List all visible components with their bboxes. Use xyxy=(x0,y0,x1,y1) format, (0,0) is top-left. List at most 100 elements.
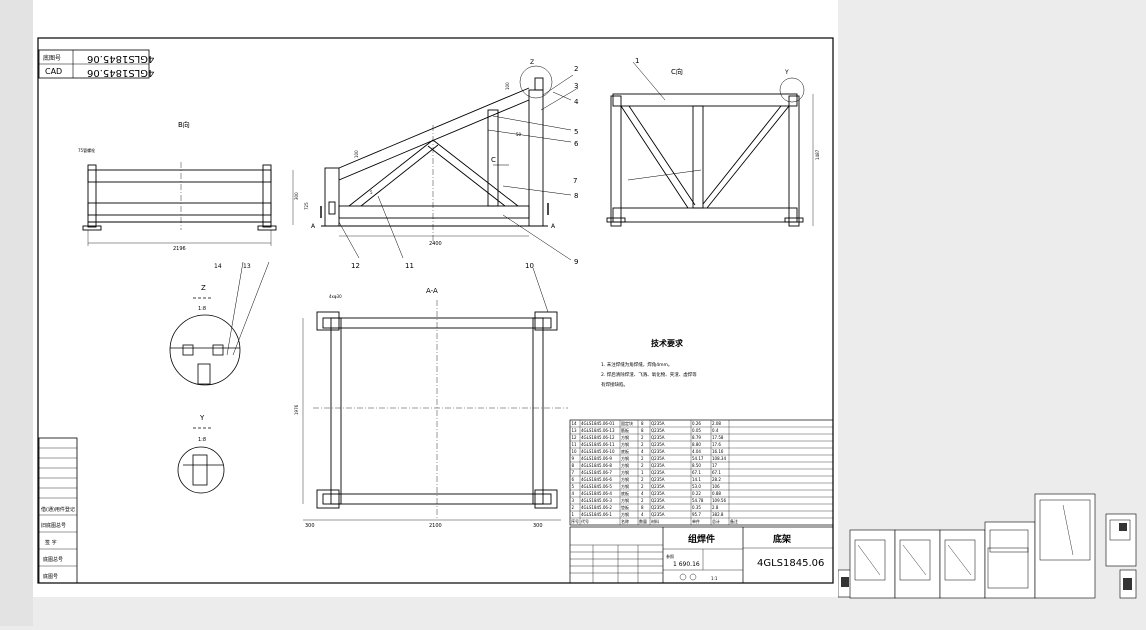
bom-header-cell: 代号 xyxy=(581,518,589,524)
bom-cell-qty: 4 xyxy=(641,449,644,454)
stamp-label-2: CAD xyxy=(45,67,62,76)
bom-cell-unit: 95.7 xyxy=(692,512,701,517)
thumbnail-8[interactable] xyxy=(1119,569,1137,599)
bom-cell-name: 方钢 xyxy=(621,441,629,447)
left-table-row-5: 底图号 xyxy=(43,573,58,580)
bom-cell-name: 垫板 xyxy=(621,504,629,510)
bom-cell-total: 2.8 xyxy=(712,505,719,510)
bom-cell-unit: 0.22 xyxy=(692,491,701,496)
bom-cell-qty: 4 xyxy=(641,491,644,496)
bom-cell-no: 6 xyxy=(572,477,575,482)
dim-1487: 1487 xyxy=(815,149,820,160)
bom-cell-code: 4GLS1845.06-3 xyxy=(581,498,612,503)
bom-cell-unit: 54.78 xyxy=(692,498,704,503)
tech-req-line-3: 有焊接缺陷。 xyxy=(601,381,628,388)
bom-cell-name: 方钢 xyxy=(621,462,629,468)
tech-req-line-1: 1. 未注焊缝为角焊缝，焊角4mm。 xyxy=(601,361,672,368)
balloon-6: 6 xyxy=(574,140,579,148)
bom-cell-unit: 8.80 xyxy=(692,442,701,447)
front-view-balloons: 2 3 4 5 6 8 9 12 11 xyxy=(338,65,579,270)
thumbnail-2[interactable] xyxy=(849,529,896,599)
bom-cell-unit: 0.26 xyxy=(692,421,701,426)
bom-cell-mat: Q235A xyxy=(651,512,665,517)
thumbnail-1[interactable] xyxy=(837,569,853,598)
bom-cell-mat: Q235A xyxy=(651,505,665,510)
left-table-row-1: 借(通)用件登记 xyxy=(41,506,75,513)
thumbnail-7[interactable] xyxy=(1105,513,1137,567)
z-detail-label: Z xyxy=(201,284,206,292)
tech-req-title: 技术要求 xyxy=(651,338,684,348)
left-table-row-4: 底图总号 xyxy=(43,556,63,563)
stamp-value-1: 4GLS1845.06 xyxy=(87,53,154,64)
bom-cell-no: 13 xyxy=(572,428,578,433)
bom-cell-name: 方钢 xyxy=(621,434,629,440)
b-view: B向 2196 300 725 75管螺栓 xyxy=(78,120,309,252)
bom-cell-mat: Q235A xyxy=(651,470,665,475)
balloon-4: 4 xyxy=(574,98,579,106)
balloon-7: 7 xyxy=(573,177,577,185)
balloon-9: 9 xyxy=(574,258,578,266)
bom-cell-total: 17.6 xyxy=(712,442,721,447)
bom-cell-no: 5 xyxy=(572,484,575,489)
bom-cell-total: 17.58 xyxy=(712,435,724,440)
bom-cell-unit: 8.50 xyxy=(692,463,701,468)
bom-cell-unit: 0.35 xyxy=(692,505,701,510)
aa-section-label: A-A xyxy=(426,287,438,295)
top-left-stamp: 底图号 CAD 4GLS1845.06 4GLS1845.06 xyxy=(38,49,154,79)
dim-300-b: 300 xyxy=(294,192,299,200)
left-toolbar-strip xyxy=(0,0,33,626)
thumbnail-6[interactable] xyxy=(1034,493,1096,599)
bom-cell-total: 17 xyxy=(712,463,718,468)
thumbnail-canvas xyxy=(837,493,1137,599)
aa-right-dim: 300 xyxy=(533,523,543,529)
bom-cell-code: 4GLS1845.06-4 xyxy=(581,491,612,496)
title-drawing-no: 4GLS1845.06 xyxy=(757,558,824,569)
dim-725: 725 xyxy=(304,202,309,210)
y-detail: Y 1:8 xyxy=(177,414,225,494)
aa-height-dim: 1976 xyxy=(294,404,299,415)
c-arrow-marker: C xyxy=(491,156,496,164)
y-detail-scale: 1:8 xyxy=(198,437,206,443)
bom-cell-name: 方钢 xyxy=(621,483,629,489)
bom-cell-mat: Q235A xyxy=(651,456,665,461)
bom-cell-code: 4GLS1845.06-10 xyxy=(581,449,615,454)
dim-5: 5 xyxy=(370,190,373,195)
balloon-8: 8 xyxy=(574,192,578,200)
bom-cell-code: 4GLS1845.06-1 xyxy=(581,512,612,517)
bom-cell-name: 底板 xyxy=(621,448,629,454)
drawing-sheet[interactable]: 底图号 CAD 4GLS1845.06 4GLS1845.06 借(通)用件登记 xyxy=(33,0,838,597)
bom-cell-no: 3 xyxy=(572,498,575,503)
front-view: Z A A C 2400 50 5 100 100 xyxy=(311,59,556,247)
bom-cell-qty: 1 xyxy=(641,470,644,475)
bom-cell-code: 4GLS1845.06-5 xyxy=(581,484,612,489)
title-part-name: 底架 xyxy=(773,533,791,545)
bom-cell-total: 382.8 xyxy=(712,512,724,517)
thumbnail-4[interactable] xyxy=(939,529,986,599)
bom-cell-no: 8 xyxy=(572,463,575,468)
bom-cell-name: 底板 xyxy=(621,490,629,496)
balloon-10: 10 xyxy=(525,262,534,270)
balloon-14: 14 xyxy=(214,263,222,270)
thumbnail-5[interactable] xyxy=(984,521,1036,599)
bom-cell-no: 9 xyxy=(572,456,575,461)
bom-cell-qty: 2 xyxy=(641,484,644,489)
bom-cell-no: 2 xyxy=(572,505,575,510)
bom-cell-total: 0.4 xyxy=(712,428,719,433)
bom-cell-qty: 2 xyxy=(641,498,644,503)
thumbnail-3[interactable] xyxy=(894,529,941,599)
drawing-canvas[interactable]: 底图号 CAD 4GLS1845.06 4GLS1845.06 借(通)用件登记 xyxy=(33,0,838,597)
c-view-label: C向 xyxy=(671,67,683,76)
z-detail: Z 1:8 14 13 xyxy=(169,261,270,386)
bom-table-frame xyxy=(569,419,834,526)
balloon-11: 11 xyxy=(405,262,414,270)
bom-cell-qty: 2 xyxy=(641,463,644,468)
bom-cell-qty: 2 xyxy=(641,435,644,440)
z-marker-label: Z xyxy=(530,59,534,66)
left-side-table: 借(通)用件登记 旧底图总号 签 字 底图总号 底图号 xyxy=(38,437,78,584)
bom-cell-qty: 8 xyxy=(641,421,644,426)
bom-cell-qty: 2 xyxy=(641,456,644,461)
balloon-12: 12 xyxy=(351,262,360,270)
bom-cell-total: 28.2 xyxy=(712,477,721,482)
bom-cell-qty: 8 xyxy=(641,428,644,433)
